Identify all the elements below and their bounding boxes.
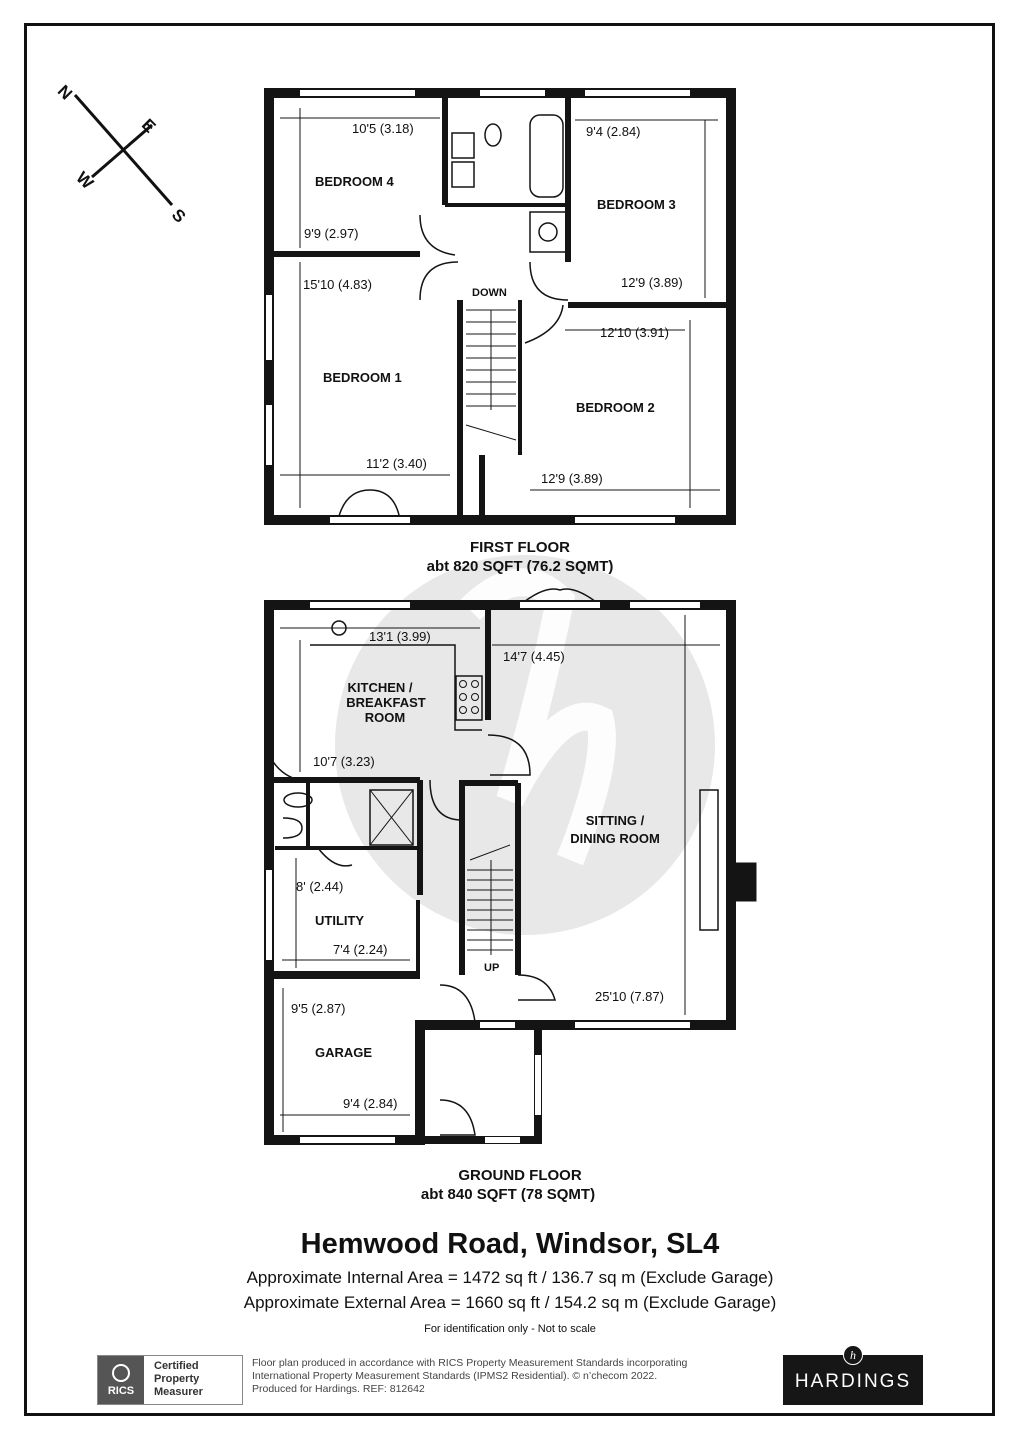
compass-n: N xyxy=(54,81,76,103)
utility-height: 8' (2.44) xyxy=(296,879,343,894)
rics-text: Certified Property Measurer xyxy=(144,1356,203,1404)
kitchen-label-2: BREAKFAST xyxy=(346,695,426,710)
bedroom2-height: 12'9 (3.89) xyxy=(541,471,603,486)
page-border xyxy=(24,23,995,1416)
hardings-name: HARDINGS xyxy=(794,1371,912,1392)
disclaimer: Floor plan produced in accordance with R… xyxy=(252,1357,782,1396)
rics-logo-text: RICS xyxy=(107,1384,135,1397)
kitchen-label-1: KITCHEN / xyxy=(348,680,413,695)
utility-label: UTILITY xyxy=(315,913,364,928)
bedroom2-width: 12'10 (3.91) xyxy=(600,325,669,340)
garage-label: GARAGE xyxy=(315,1045,372,1060)
property-address: Hemwood Road, Windsor, SL4 xyxy=(300,1228,720,1260)
hardings-mark-icon: h xyxy=(843,1345,863,1365)
sitting-label-1: SITTING / xyxy=(586,813,645,828)
sitting-height: 25'10 (7.87) xyxy=(595,989,664,1004)
ground-floor-area: abt 840 SQFT (78 SQMT) xyxy=(421,1186,595,1203)
bedroom3-width: 9'4 (2.84) xyxy=(586,124,641,139)
watermark-logo xyxy=(335,555,715,935)
external-area: Approximate External Area = 1660 sq ft /… xyxy=(243,1293,777,1312)
bedroom1-label: BEDROOM 1 xyxy=(323,370,402,385)
bedroom4-label: BEDROOM 4 xyxy=(315,174,395,189)
disclaimer-line-1: Floor plan produced in accordance with R… xyxy=(252,1357,688,1369)
garage-height: 9'5 (2.87) xyxy=(291,1001,346,1016)
internal-area: Approximate Internal Area = 1472 sq ft /… xyxy=(246,1268,774,1287)
disclaimer-line-3: Produced for Hardings. REF: 812642 xyxy=(252,1383,425,1395)
rics-logo-icon xyxy=(112,1363,130,1382)
compass-w: W xyxy=(72,168,97,193)
compass-icon: N E S W xyxy=(54,81,190,226)
bedroom1-height: 15'10 (4.83) xyxy=(303,277,372,292)
rics-line-1: Certified xyxy=(154,1360,199,1372)
scale-note: For identification only - Not to scale xyxy=(424,1323,596,1335)
kitchen-width: 13'1 (3.99) xyxy=(369,629,431,644)
sitting-width: 14'7 (4.45) xyxy=(503,649,565,664)
rics-line-2: Property xyxy=(154,1373,200,1385)
rics-badge: RICS Certified Property Measurer xyxy=(97,1355,243,1405)
ground-floor-label: GROUND FLOOR xyxy=(458,1167,581,1184)
rics-logo: RICS xyxy=(98,1356,144,1404)
bedroom3-height: 12'9 (3.89) xyxy=(621,275,683,290)
stairs-down-label: DOWN xyxy=(472,287,507,299)
compass-s: S xyxy=(168,205,189,226)
bedroom4-height: 9'9 (2.97) xyxy=(304,226,359,241)
ground-floor-plan xyxy=(264,588,757,1145)
kitchen-label-3: ROOM xyxy=(365,710,405,725)
garage-width: 9'4 (2.84) xyxy=(343,1096,398,1111)
first-floor-area: abt 820 SQFT (76.2 SQMT) xyxy=(427,558,614,575)
bedroom4-width: 10'5 (3.18) xyxy=(352,121,414,136)
utility-width: 7'4 (2.24) xyxy=(333,942,388,957)
first-floor-plan xyxy=(264,88,736,525)
bedroom3-label: BEDROOM 3 xyxy=(597,197,676,212)
disclaimer-line-2: International Property Measurement Stand… xyxy=(252,1370,658,1382)
first-floor-label: FIRST FLOOR xyxy=(470,539,570,556)
bedroom1-width: 11'2 (3.40) xyxy=(366,456,427,471)
stairs-up-label: UP xyxy=(484,962,499,974)
bedroom2-label: BEDROOM 2 xyxy=(576,400,655,415)
kitchen-height: 10'7 (3.23) xyxy=(313,754,375,769)
rics-line-3: Measurer xyxy=(154,1386,203,1398)
sitting-label-2: DINING ROOM xyxy=(570,831,660,846)
hardings-logo: h HARDINGS xyxy=(783,1345,923,1405)
